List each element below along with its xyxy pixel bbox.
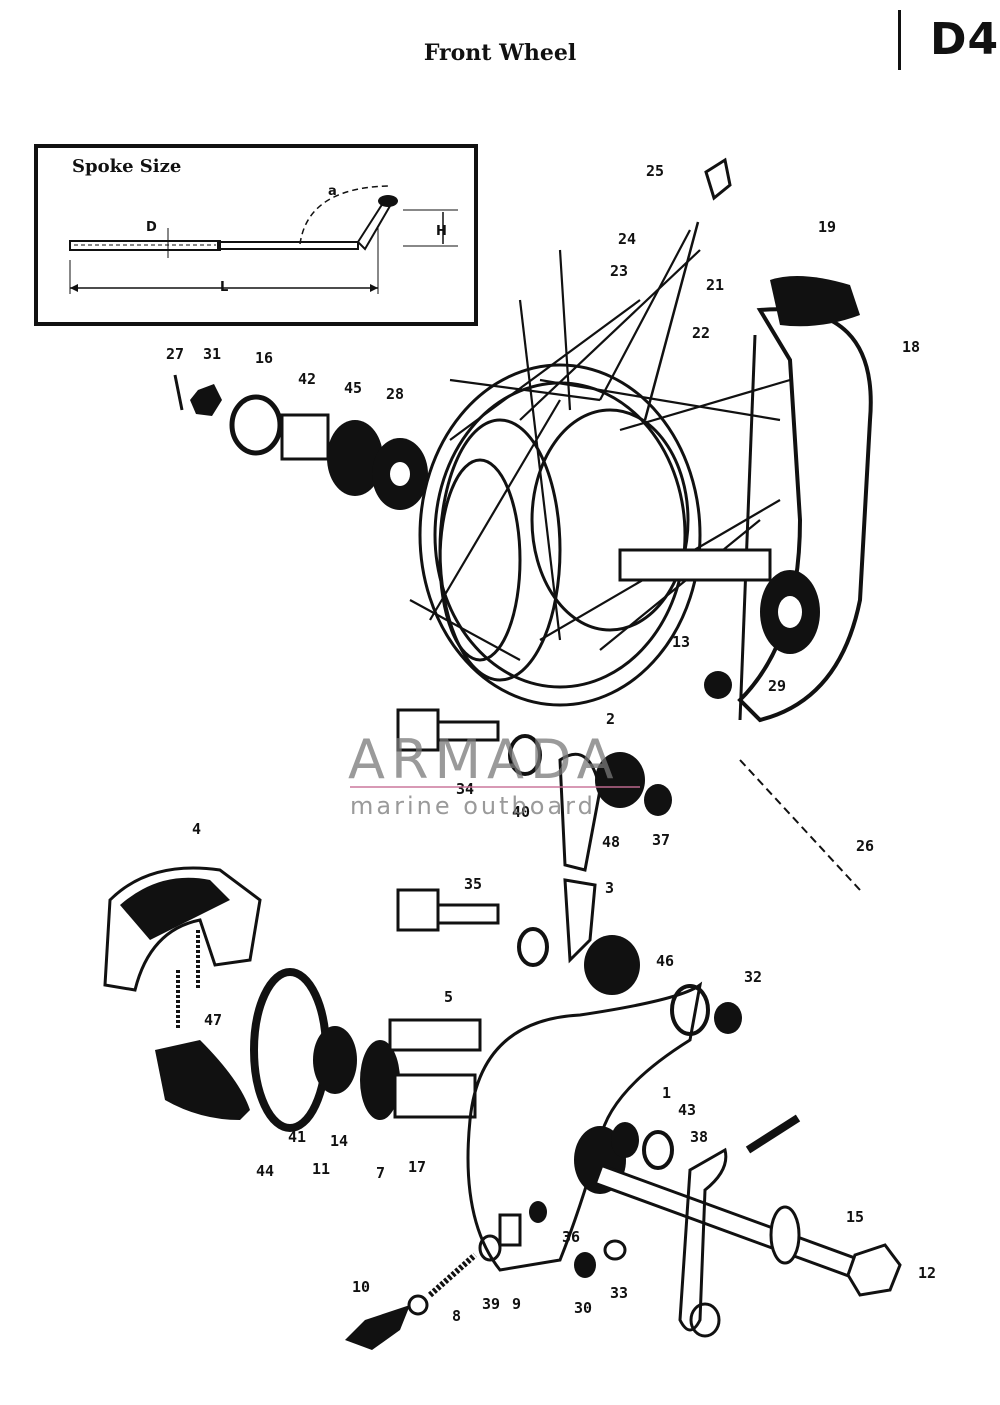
part-number-label: 21: [706, 276, 724, 294]
spokes: [409, 229, 791, 661]
part-number-label: 40: [512, 803, 530, 821]
part-number-label: 46: [656, 952, 674, 970]
part-number-label: 29: [768, 677, 786, 695]
watermark-tagline: marine outboard: [350, 792, 596, 820]
part-number-label: 47: [204, 1011, 222, 1029]
part-number-label: 22: [692, 324, 710, 342]
cable-adjuster: [345, 1201, 627, 1350]
part-number-label: 37: [652, 831, 670, 849]
part-number-label: 15: [846, 1208, 864, 1226]
part-number-label: 24: [618, 230, 636, 248]
part-number-label: 28: [386, 385, 404, 403]
tire-and-rim: [737, 276, 873, 723]
brake-shoes: [103, 866, 262, 1120]
spoke-size-inset: Spoke Size D L a H: [34, 144, 478, 326]
part-number-label: 12: [918, 1264, 936, 1282]
part-number-label: 7: [376, 1164, 385, 1182]
part-number-label: 1: [662, 1084, 671, 1102]
part-number-label: 42: [298, 370, 316, 388]
part-number-label: 27: [166, 345, 184, 363]
spoke-diameter-label: D: [146, 220, 157, 235]
part-number-label: 26: [856, 837, 874, 855]
spoke-size-title: Spoke Size: [72, 156, 182, 177]
bolts-middle: [396, 708, 861, 995]
part-number-label: 35: [464, 875, 482, 893]
part-number-label: 25: [646, 162, 664, 180]
part-number-label: 10: [352, 1278, 370, 1296]
part-number-label: 14: [330, 1132, 348, 1150]
valve-and-spoke-end: [643, 157, 732, 699]
part-number-label: 45: [344, 379, 362, 397]
part-number-label: 33: [610, 1284, 628, 1302]
part-number-label: 34: [456, 780, 474, 798]
part-number-label: 23: [610, 262, 628, 280]
wheel-hub-assembly: [418, 363, 702, 707]
part-number-label: 31: [203, 345, 221, 363]
page-title: Front Wheel: [423, 40, 577, 66]
part-number-label: 5: [444, 988, 453, 1006]
part-number-label: 30: [574, 1299, 592, 1317]
spoke-angle-label: a: [328, 184, 337, 199]
axle: [618, 548, 820, 654]
part-number-label: 8: [452, 1307, 461, 1325]
watermark-rule: [350, 786, 640, 788]
part-number-label: 13: [672, 633, 690, 651]
left-hub-parts: [173, 374, 428, 510]
part-number-label: 44: [256, 1162, 274, 1180]
part-number-label: 48: [602, 833, 620, 851]
watermark-brand: ARMADA: [348, 728, 620, 791]
brake-panel: [250, 968, 742, 1272]
part-number-label: 43: [678, 1101, 696, 1119]
part-number-label: 32: [744, 968, 762, 986]
spoke-drawing: [69, 185, 458, 294]
front-axle-and-arm: [596, 1114, 902, 1338]
part-number-label: 19: [818, 218, 836, 236]
part-number-label: 4: [192, 820, 201, 838]
part-number-label: 41: [288, 1128, 306, 1146]
part-number-label: 38: [690, 1128, 708, 1146]
part-number-label: 11: [312, 1160, 330, 1178]
part-number-label: 3: [605, 879, 614, 897]
spoke-head-label: H: [436, 224, 447, 239]
part-number-label: 39: [482, 1295, 500, 1313]
part-number-label: 18: [902, 338, 920, 356]
page-code-divider: [898, 10, 901, 70]
part-number-label: 9: [512, 1295, 521, 1313]
page-code: D4: [930, 14, 1000, 65]
part-number-label: 2: [606, 710, 615, 728]
part-number-label: 16: [255, 349, 273, 367]
part-number-label: 17: [408, 1158, 426, 1176]
part-number-label: 36: [562, 1228, 580, 1246]
